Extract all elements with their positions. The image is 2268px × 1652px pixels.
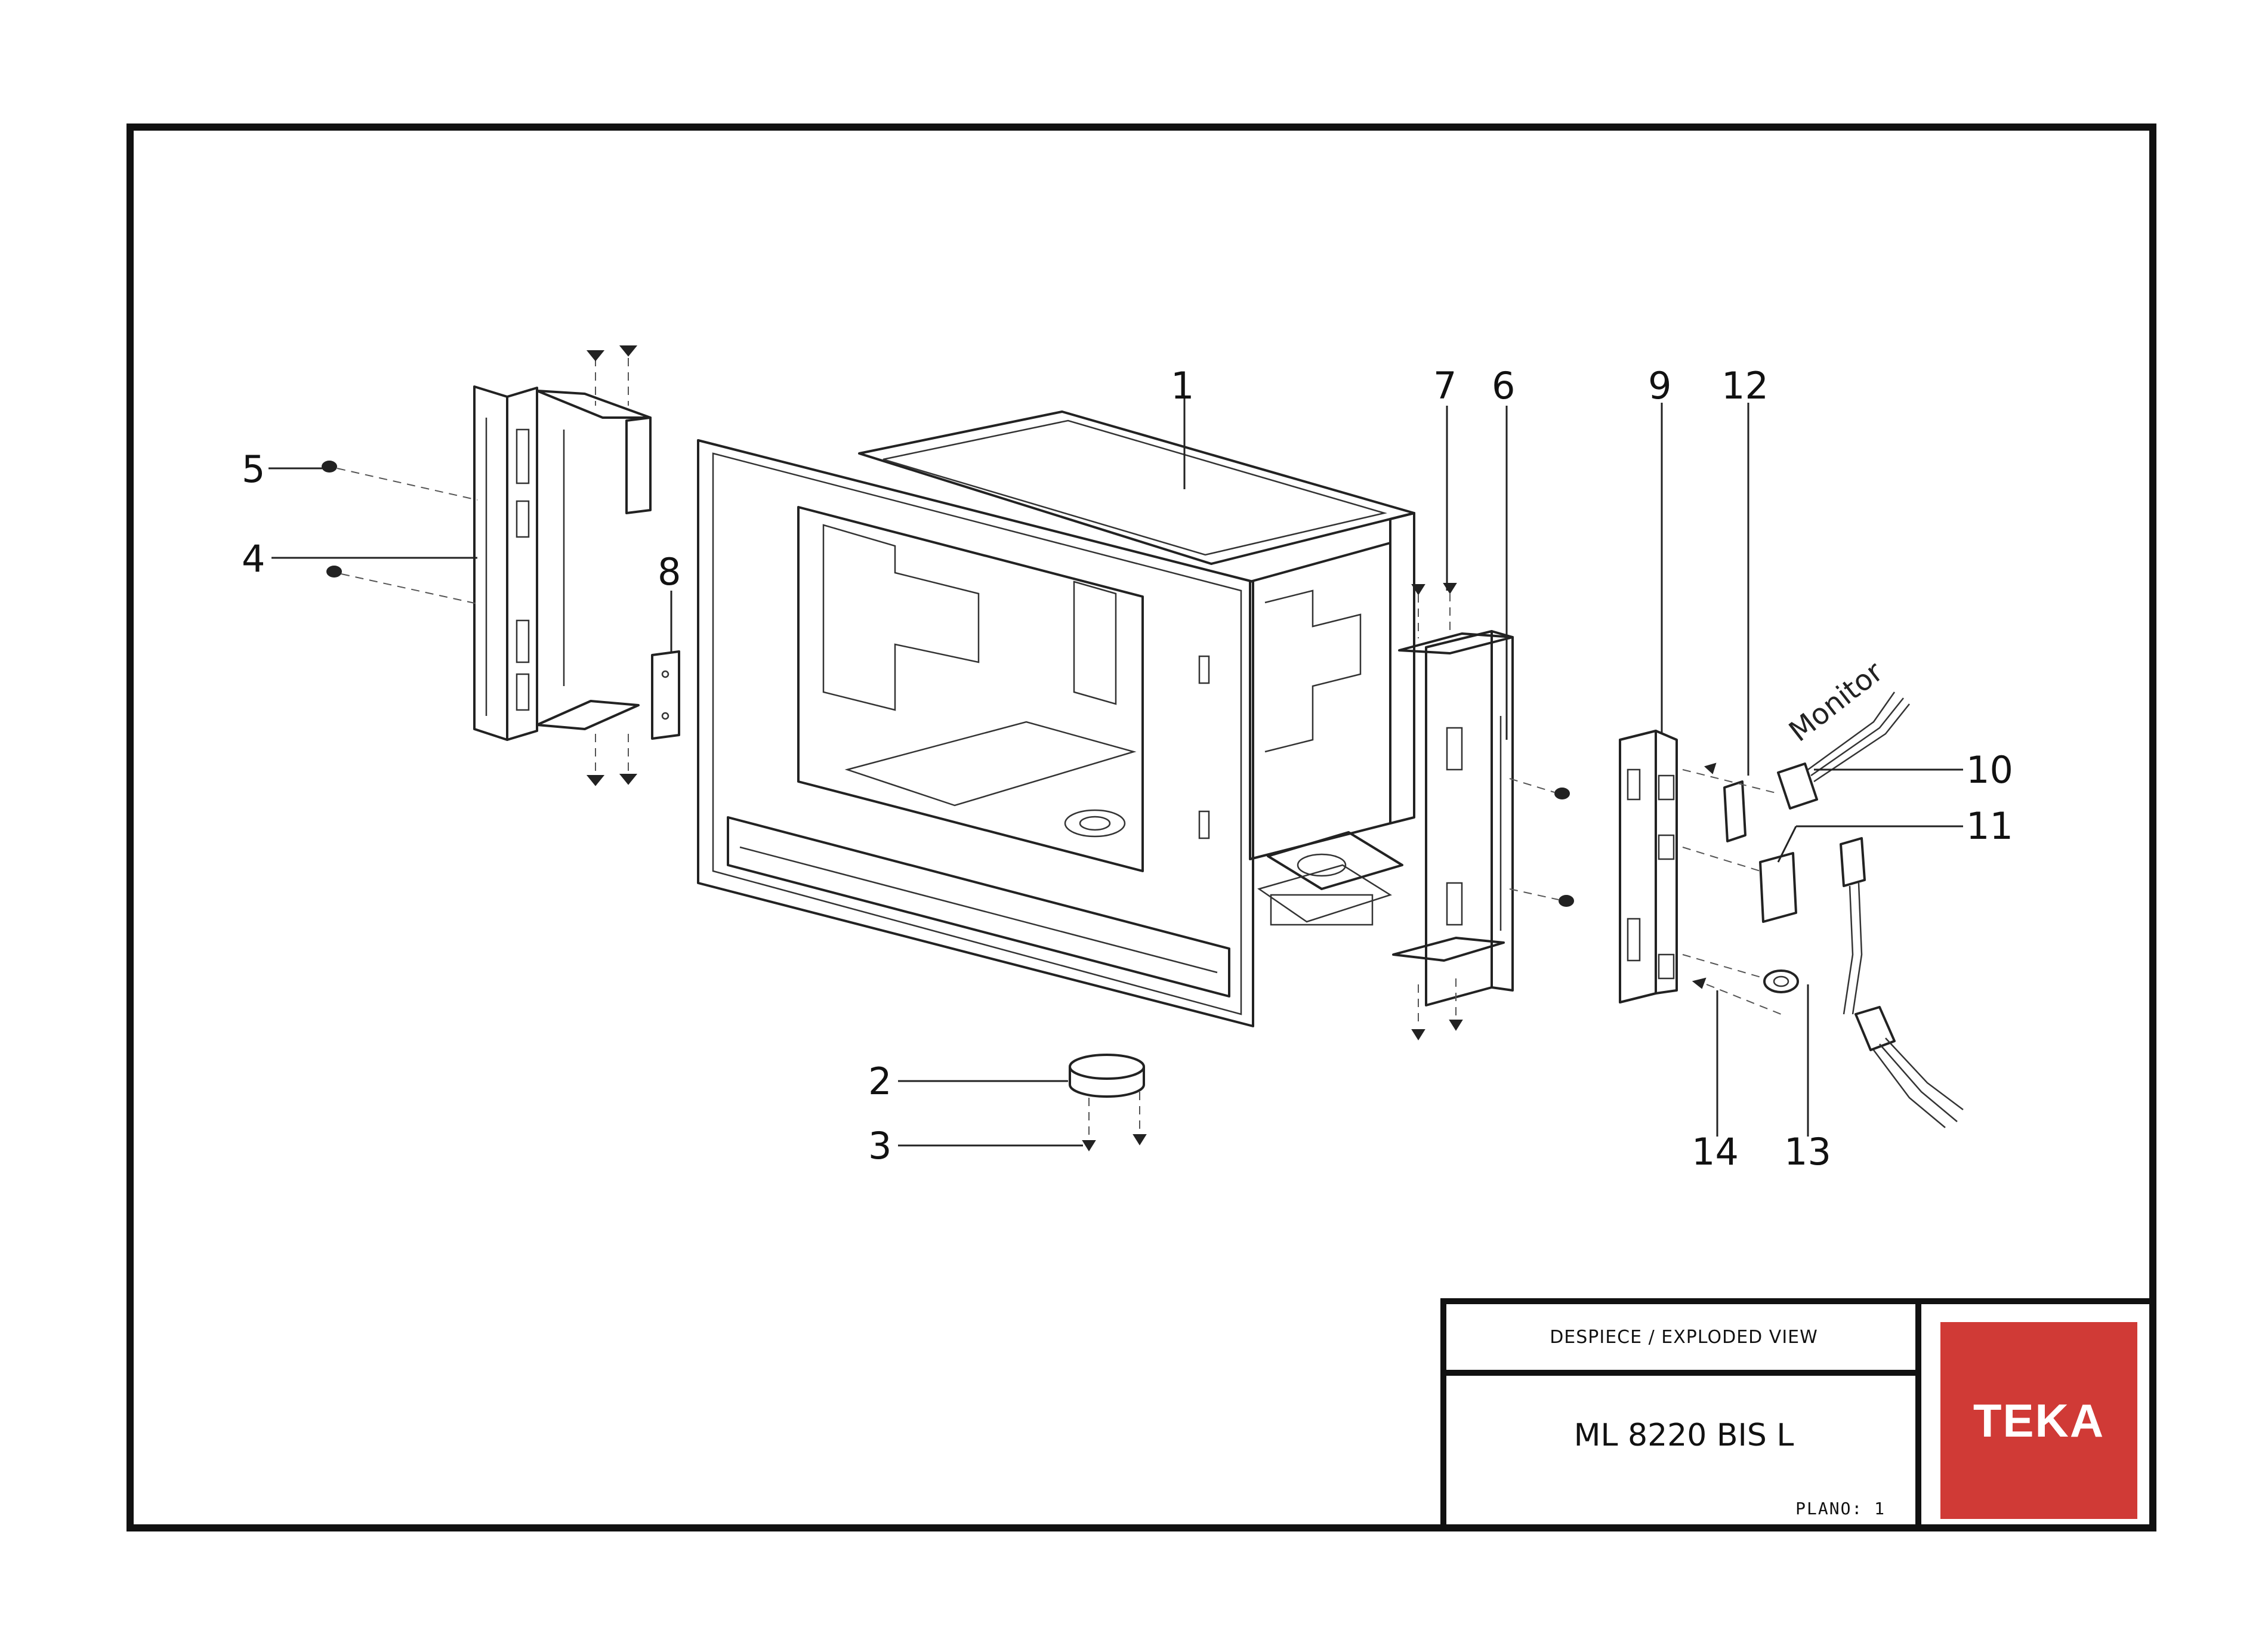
leader-lines: [269, 399, 1963, 1147]
part-8-small-plate: [651, 650, 680, 740]
bottom-connector: [1854, 1006, 1964, 1128]
callout-10: 10: [1966, 748, 2013, 792]
callout-1: 1: [1171, 364, 1194, 407]
part-3-screws: [1082, 1134, 1147, 1151]
teka-logo-text: TEKA: [1973, 1394, 2105, 1447]
title-block-logo-cell: TEKA: [1915, 1298, 2156, 1531]
part-1-cavity: [697, 410, 1415, 1027]
monitor-label: Monitor: [1783, 655, 1889, 749]
callout-11: 11: [1966, 804, 2013, 848]
part-4-left-bracket: [473, 385, 652, 741]
callout-12: 12: [1721, 364, 1769, 407]
title-block-doc-type-cell: DESPIECE / EXPLODED VIEW: [1440, 1298, 1921, 1376]
part-13-grommet: [1682, 954, 1799, 993]
part-7-screws: [1411, 583, 1574, 1040]
part-14-screw: [1692, 977, 1782, 1015]
teka-logo: TEKA: [1940, 1322, 2137, 1519]
callout-5: 5: [242, 447, 265, 491]
part-2-cap: [1069, 1054, 1145, 1142]
doc-type-label: DESPIECE / EXPLODED VIEW: [1550, 1327, 1818, 1348]
callout-2: 2: [868, 1060, 891, 1103]
callout-3: 3: [868, 1124, 891, 1168]
bracket-screws: [322, 345, 638, 786]
title-block-model-cell: ML 8220 BIS L PLANO: 1: [1440, 1370, 1921, 1531]
callout-7: 7: [1433, 364, 1457, 407]
part-11-microswitch: [1682, 837, 1866, 1015]
title-block: DESPIECE / EXPLODED VIEW ML 8220 BIS L P…: [1440, 1298, 2156, 1531]
callout-14: 14: [1692, 1130, 1739, 1174]
part-10-monitor-switch: [1777, 691, 1910, 810]
callout-4: 4: [242, 537, 265, 580]
callout-9: 9: [1648, 364, 1671, 407]
part-12-switch: [1682, 762, 1779, 842]
part-9-switch-bracket: [1619, 730, 1678, 1003]
callout-8: 8: [658, 550, 681, 594]
callout-6: 6: [1492, 364, 1515, 407]
plano-number: PLANO: 1: [1795, 1499, 1886, 1518]
model-name: ML 8220 BIS L: [1573, 1418, 1794, 1453]
callout-13: 13: [1784, 1130, 1831, 1174]
part-6-right-bracket: [1392, 630, 1514, 1006]
